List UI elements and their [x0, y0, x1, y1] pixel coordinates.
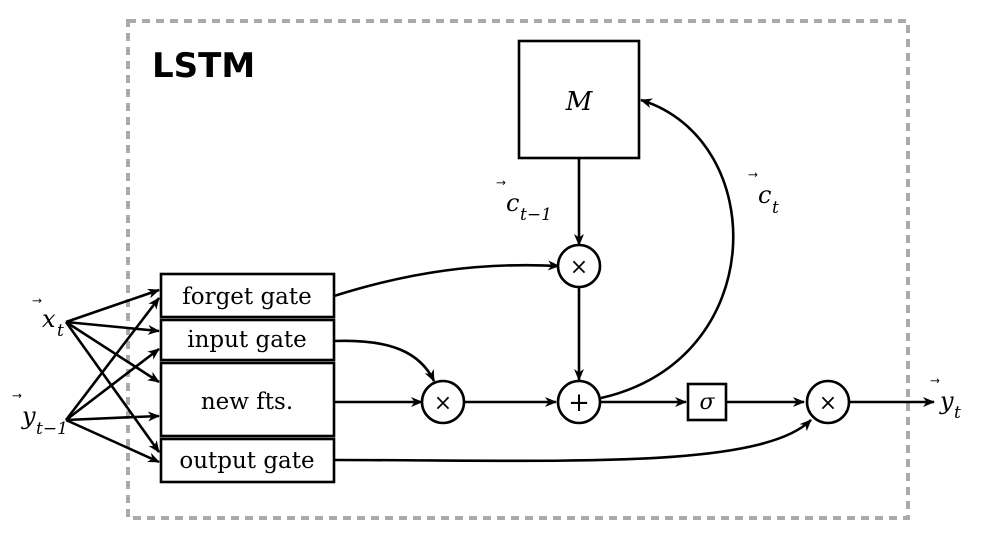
input-y-label: y ⃗ t−1 [12, 393, 68, 439]
output-multiply-node [805, 379, 851, 425]
input-x-label: x ⃗ t [32, 298, 64, 341]
forget-multiply-symbol: × [570, 255, 588, 280]
cur-cell-label: c ⃗ t [748, 172, 779, 218]
svg-text:y: y [21, 402, 36, 430]
add-node [556, 379, 602, 425]
svg-text:⃗: ⃗ [496, 180, 506, 185]
edge-output-gate-to-mult [333, 419, 812, 463]
edge-y-to-output [65, 418, 160, 464]
svg-text:t: t [772, 198, 779, 218]
forget-gate-label: forget gate [182, 284, 312, 310]
memory-box [517, 39, 641, 160]
svg-text:⃗: ⃗ [12, 393, 22, 398]
prev-cell-label: c ⃗ t−1 [496, 180, 552, 225]
svg-text:y: y [939, 387, 954, 415]
lstm-frame [126, 19, 910, 520]
svg-text:⃗: ⃗ [930, 378, 940, 383]
input-multiply-symbol: × [434, 391, 452, 416]
svg-text:c: c [506, 189, 519, 217]
edge-y-to-input [65, 347, 160, 422]
output-y-label: y ⃗ t [930, 378, 961, 423]
svg-text:⃗: ⃗ [32, 298, 42, 303]
memory-label: M [565, 87, 594, 117]
edge-cell-to-memory [600, 98, 735, 400]
edge-x-to-input [65, 320, 160, 335]
edge-x-to-forget [65, 288, 160, 324]
svg-text:c: c [758, 181, 771, 209]
svg-text:t−1: t−1 [520, 205, 552, 225]
edge-x-to-new [65, 320, 160, 384]
edge-y-to-forget [64, 297, 161, 421]
svg-text:⃗: ⃗ [748, 172, 758, 177]
edge-input-to-mult [333, 339, 436, 382]
edge-forget-to-mult [333, 260, 560, 298]
new-fts-label: new fts. [201, 389, 293, 415]
input-gate-label: input gate [187, 327, 307, 353]
lstm-title: LSTM [152, 46, 255, 86]
edge-x-to-output [64, 321, 161, 453]
svg-text:x: x [42, 305, 56, 333]
output-gate-label: output gate [179, 448, 314, 474]
sigma-box [686, 382, 728, 422]
output-multiply-symbol: × [819, 391, 837, 416]
svg-text:t: t [57, 321, 64, 341]
forget-multiply-node [556, 243, 602, 289]
add-symbol: + [568, 388, 590, 418]
svg-text:t: t [954, 403, 961, 423]
edge-y-to-new [65, 411, 160, 422]
svg-text:t−1: t−1 [36, 419, 68, 439]
new-fts-box [159, 361, 336, 438]
input-multiply-node [420, 379, 466, 425]
sigma-symbol: σ [699, 390, 715, 415]
